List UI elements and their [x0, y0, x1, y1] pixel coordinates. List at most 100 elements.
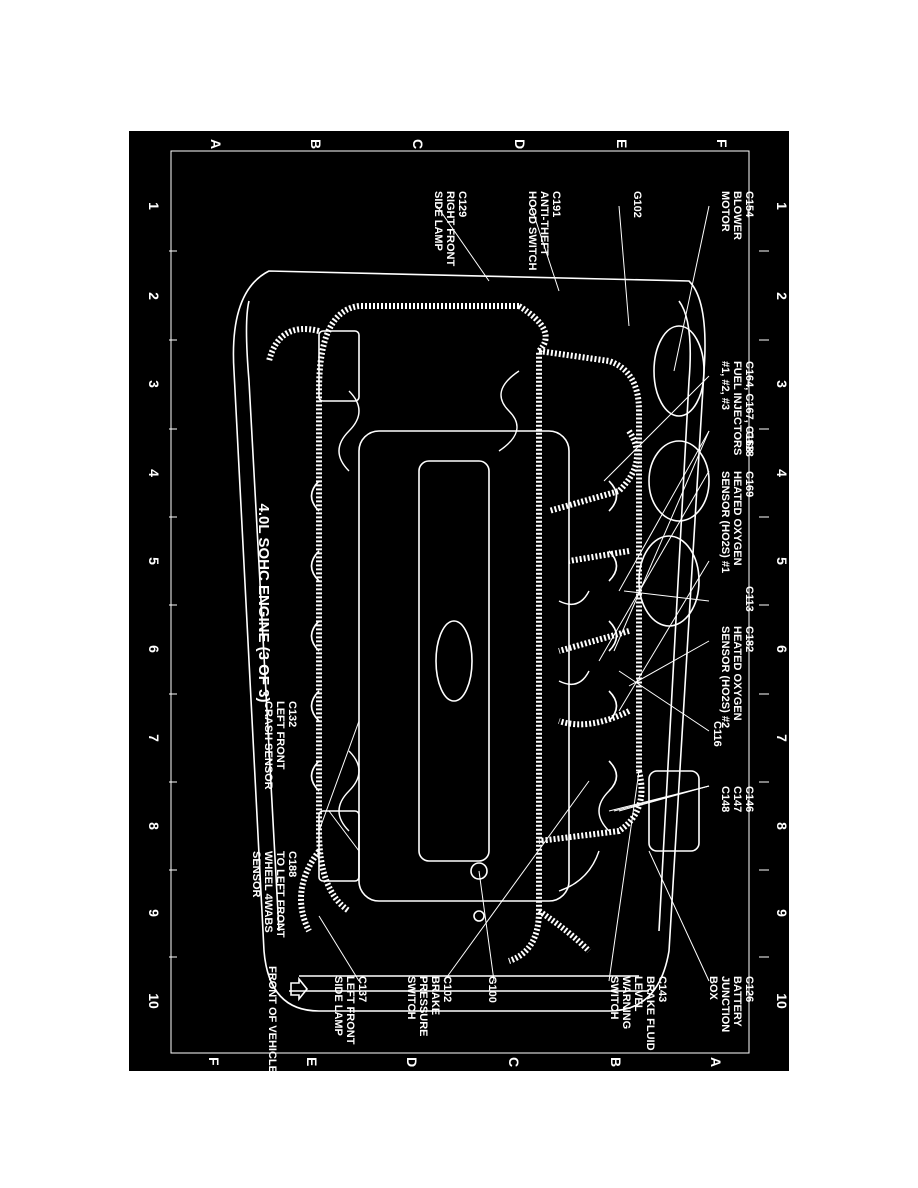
callout-text: PRESSURE: [417, 976, 429, 1037]
callout-text: BRAKE: [429, 976, 441, 1015]
front-of-vehicle-indicator: FRONT OF VEHICLE: [266, 966, 309, 1071]
row-label: A: [208, 139, 224, 149]
callout-text: SIDE LAMP: [332, 976, 344, 1036]
callout-c154: C154BLOWERMOTOR: [719, 191, 755, 240]
svg-text:C164, C167, C168FUEL INJECTORS: C164, C167, C168FUEL INJECTORS#1, #2, #3: [719, 361, 755, 455]
row-label: E: [304, 1057, 320, 1066]
svg-text:C137LEFT FRONTSIDE LAMP: C137LEFT FRONTSIDE LAMP: [332, 976, 368, 1045]
diagram-title: 4.0L SOHC ENGINE (3 OF 3): [255, 504, 272, 703]
callout-text: LEFT FRONT: [274, 701, 286, 770]
callout-text: FUEL INJECTORS: [731, 361, 743, 455]
callout-text: WARNING: [620, 976, 632, 1029]
svg-text:C118: C118: [743, 431, 755, 457]
row-label: E: [614, 139, 630, 148]
row-label: F: [206, 1057, 222, 1066]
callout-c113: C113: [743, 586, 755, 612]
callout-text: SENSOR (HO2S) #2: [719, 626, 731, 728]
svg-text:C116: C116: [711, 721, 723, 747]
svg-text:C188TO LEFT FRONTWHEEL 4WABSSE: C188TO LEFT FRONTWHEEL 4WABSSENSOR: [250, 851, 298, 938]
callout-text: C147: [731, 786, 743, 812]
callout-c126: C126BATTERYJUNCTIONBOX: [707, 976, 755, 1032]
callout-text: C146: [743, 786, 755, 812]
callout-text: C188: [286, 851, 298, 877]
callout-text: C148: [719, 786, 731, 812]
callout-text: RIGHT FRONT: [444, 191, 456, 266]
row-label: D: [404, 1057, 420, 1067]
row-label: A: [708, 1057, 724, 1067]
callout-text: BOX: [707, 976, 719, 1001]
row-letters-bottom: A B C D E F: [206, 1057, 724, 1067]
col-label: 6: [774, 645, 789, 653]
callout-text: C143: [656, 976, 668, 1002]
callout-text: C118: [743, 431, 755, 457]
wiring-diagram-panel: 1 2 3 4 5 6 7 8 9 10 1 2 3 4 5 6 7 8 9 1…: [129, 131, 789, 1071]
callout-text: C129: [456, 191, 468, 217]
col-label: 10: [146, 993, 162, 1009]
grid-ticks: [169, 250, 769, 958]
callout-c129: C129RIGHT FRONTSIDE LAMP: [432, 191, 468, 266]
callout-text: #1, #2, #3: [719, 361, 731, 410]
col-label: 9: [774, 909, 789, 917]
callout-text: SENSOR: [250, 851, 262, 898]
callout-g100: G100: [486, 976, 498, 1003]
callout-text: WHEEL 4WABS: [262, 851, 274, 933]
callout-text: HEATED OXYGEN: [731, 471, 743, 566]
col-label: 6: [146, 645, 162, 653]
callout-c169: C169HEATED OXYGENSENSOR (HO2S) #1: [719, 471, 755, 573]
callout-text: SWITCH: [608, 976, 620, 1019]
callout-text: G100: [486, 976, 498, 1003]
col-label: 8: [774, 822, 789, 830]
callout-text: C169: [743, 471, 755, 497]
col-label: 9: [146, 909, 162, 917]
wires-detail: [338, 370, 610, 892]
callout-text: C154: [743, 191, 755, 218]
callout-text: C191: [550, 191, 562, 217]
svg-text:C182HEATED OXYGENSENSOR (HO2S): C182HEATED OXYGENSENSOR (HO2S) #2: [719, 626, 755, 728]
callout-text: C137: [356, 976, 368, 1002]
callout-text: SWITCH: [405, 976, 417, 1019]
row-label: D: [512, 139, 528, 149]
col-label: 8: [146, 822, 162, 830]
callout-text: CRASH SENSOR: [262, 701, 274, 790]
callout-c102: C102BRAKEPRESSURESWITCH: [405, 976, 453, 1037]
row-label: B: [608, 1057, 624, 1067]
callout-c118: C118: [743, 431, 755, 457]
col-label: 1: [774, 202, 789, 210]
svg-text:C146C147C148: C146C147C148: [719, 786, 755, 812]
callout-text: C116: [711, 721, 723, 747]
column-numbers-bottom: 1 2 3 4 5 6 7 8 9 10: [146, 202, 162, 1009]
callout-text: C132: [286, 701, 298, 727]
callout-c137: C137LEFT FRONTSIDE LAMP: [332, 976, 368, 1045]
callout-text: G102: [631, 191, 643, 218]
svg-text:C154BLOWERMOTOR: C154BLOWERMOTOR: [719, 191, 755, 240]
callout-text: C113: [743, 586, 755, 612]
svg-text:C129RIGHT FRONTSIDE LAMP: C129RIGHT FRONTSIDE LAMP: [432, 191, 468, 266]
callout-text: C126: [743, 976, 755, 1002]
row-letters-top: A B C D E F: [208, 139, 730, 149]
svg-text:C113: C113: [743, 586, 755, 612]
callout-text: C102: [441, 976, 453, 1002]
callout-text: LEFT FRONT: [344, 976, 356, 1045]
row-label: C: [506, 1057, 522, 1067]
callout-text: MOTOR: [719, 191, 731, 232]
ground-symbol: [473, 910, 485, 922]
callout-text: SIDE LAMP: [432, 191, 444, 251]
callout-text: JUNCTION: [719, 976, 731, 1032]
callout-text: LEVEL: [632, 976, 644, 1012]
wiring-harness: [266, 303, 645, 964]
callout-text: BRAKE FLUID: [644, 976, 656, 1051]
callout-text: HEATED OXYGEN: [731, 626, 743, 721]
callout-text: BLOWER: [731, 191, 743, 240]
col-label: 10: [774, 993, 789, 1009]
col-label: 4: [146, 469, 162, 477]
row-label: B: [308, 139, 324, 149]
callout-text: ANTI-THEFT: [538, 191, 550, 256]
col-label: 7: [146, 734, 162, 742]
callout-g102: G102: [631, 191, 643, 218]
front-arrow-icon: [290, 976, 309, 1002]
col-label: 2: [774, 292, 789, 300]
row-label: C: [410, 139, 426, 149]
svg-text:G102: G102: [631, 191, 643, 218]
callout-c191: C191ANTI-THEFTHOOD SWITCH: [526, 191, 562, 270]
callout-text: BATTERY: [731, 976, 743, 1027]
